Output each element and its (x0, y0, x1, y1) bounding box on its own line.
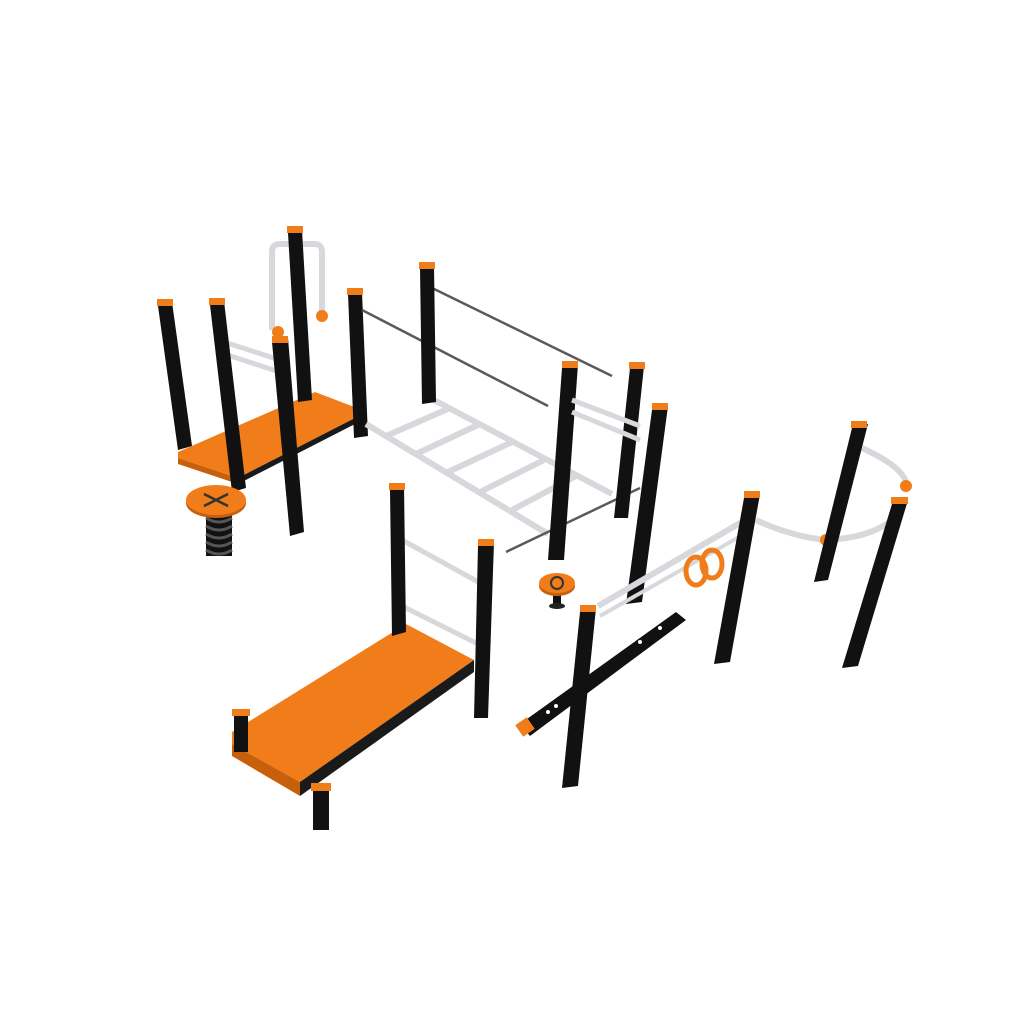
post (614, 362, 645, 518)
post (814, 421, 868, 582)
push-up-beam (515, 605, 686, 788)
post (548, 361, 578, 560)
post (232, 709, 250, 752)
rotating-disc (539, 573, 575, 609)
post (389, 483, 406, 636)
post (157, 299, 192, 450)
post (626, 403, 668, 604)
gymnastic-rings (596, 491, 760, 664)
platform-left-station (157, 226, 368, 536)
platform-left (178, 392, 357, 478)
post (562, 605, 596, 788)
curved-traverse-bar (754, 421, 912, 668)
post (311, 783, 331, 830)
horizontal-ladders (571, 397, 641, 443)
rotate-icon (550, 576, 564, 590)
post (209, 298, 246, 492)
post (347, 288, 368, 438)
arrows-icon (203, 492, 229, 508)
post (714, 491, 760, 664)
post (419, 262, 436, 404)
post (842, 497, 908, 668)
post (474, 539, 494, 718)
spring-rider (186, 485, 246, 556)
monkey-bars (361, 262, 668, 604)
post (287, 226, 312, 402)
sit-up-bench (232, 483, 494, 830)
post (272, 336, 304, 536)
